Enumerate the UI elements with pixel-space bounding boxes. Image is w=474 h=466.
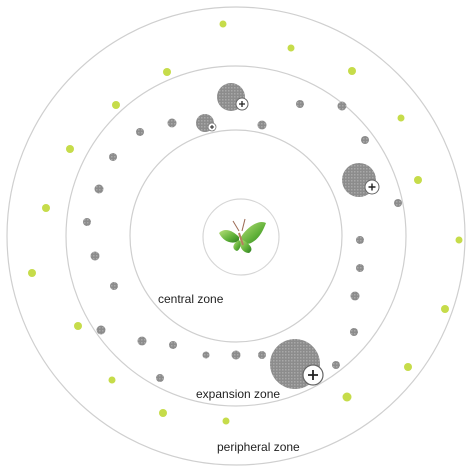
- gray-node[interactable]: [351, 292, 360, 301]
- green-node[interactable]: [404, 363, 412, 371]
- gray-node[interactable]: [356, 264, 364, 272]
- gray-node[interactable]: [95, 185, 104, 194]
- gray-node[interactable]: [356, 236, 364, 244]
- green-node[interactable]: [74, 322, 82, 330]
- expandable-node[interactable]: [196, 114, 216, 132]
- plus-icon[interactable]: [303, 365, 323, 385]
- gray-node[interactable]: [138, 337, 147, 346]
- green-node[interactable]: [288, 45, 295, 52]
- gray-node[interactable]: [361, 136, 369, 144]
- plus-icon[interactable]: [208, 123, 216, 131]
- peripheral-nodes: [28, 21, 463, 425]
- gray-node[interactable]: [296, 100, 304, 108]
- expansion-zone-label: expansion zone: [196, 387, 280, 401]
- expandable-node[interactable]: [270, 339, 323, 389]
- gray-node[interactable]: [83, 218, 91, 226]
- gray-node[interactable]: [169, 341, 177, 349]
- gray-node[interactable]: [97, 326, 106, 335]
- central-zone-label: central zone: [158, 292, 224, 306]
- gray-node[interactable]: [109, 153, 117, 161]
- plus-icon[interactable]: [365, 180, 379, 194]
- gray-node[interactable]: [332, 361, 340, 369]
- green-node[interactable]: [441, 305, 449, 313]
- gray-node[interactable]: [258, 351, 266, 359]
- gray-node[interactable]: [350, 328, 358, 336]
- gray-node[interactable]: [168, 119, 177, 128]
- green-node[interactable]: [159, 409, 167, 417]
- gray-node[interactable]: [258, 121, 267, 130]
- green-node[interactable]: [220, 21, 227, 28]
- gray-node[interactable]: [394, 199, 402, 207]
- gray-node[interactable]: [156, 374, 164, 382]
- green-node[interactable]: [343, 393, 352, 402]
- gray-node[interactable]: [203, 352, 210, 359]
- green-node[interactable]: [163, 68, 171, 76]
- green-node[interactable]: [348, 67, 356, 75]
- butterfly-icon[interactable]: [219, 219, 266, 253]
- green-node[interactable]: [109, 377, 116, 384]
- gray-node[interactable]: [91, 252, 100, 261]
- green-node[interactable]: [112, 101, 120, 109]
- green-node[interactable]: [414, 176, 422, 184]
- plus-icon[interactable]: [236, 98, 248, 110]
- green-node[interactable]: [42, 204, 50, 212]
- expandable-node[interactable]: [342, 163, 379, 197]
- green-node[interactable]: [28, 269, 36, 277]
- green-node[interactable]: [398, 115, 405, 122]
- gray-node[interactable]: [110, 282, 118, 290]
- peripheral-zone-label: peripheral zone: [217, 440, 300, 454]
- gray-node[interactable]: [136, 128, 144, 136]
- expandable-node[interactable]: [217, 83, 248, 111]
- gray-node[interactable]: [232, 351, 241, 360]
- green-node[interactable]: [456, 237, 463, 244]
- gray-node[interactable]: [338, 102, 347, 111]
- green-node[interactable]: [66, 145, 74, 153]
- green-node[interactable]: [223, 418, 230, 425]
